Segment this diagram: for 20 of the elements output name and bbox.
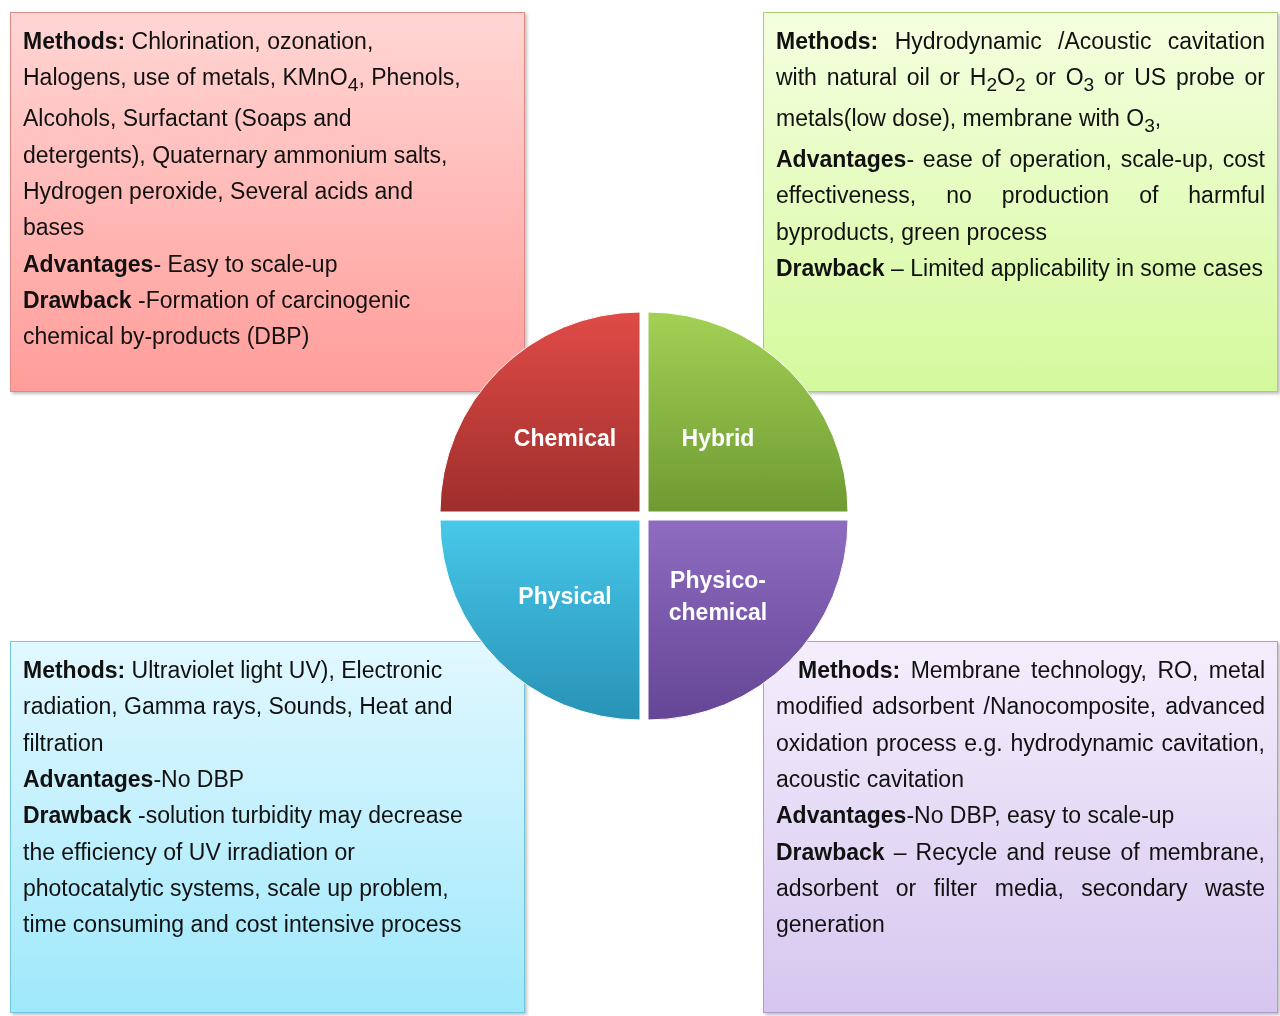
description-text: Advantages-No DBP, easy to scale-up xyxy=(776,801,1176,831)
info-panel xyxy=(763,12,1278,392)
quadrant-label: Physico-chemical xyxy=(667,566,769,628)
quadrant-label: Chemical xyxy=(512,424,618,453)
description-text: Drawback -Formation of carcinogenic chemical by-products (DBP) xyxy=(23,285,412,352)
description-text: Methods: Ultraviolet light UV), Electronic radiation, Gamma rays, Sounds, Heat and filtration xyxy=(23,656,454,758)
description-text: Methods: Hydrodynamic /Acoustic cavitation with natural oil or H$_{2}$O$_{2}$ or O$_{3}$ or US probe or metals(low dose), membrane with O$_{3}$, xyxy=(776,27,1265,138)
info-panel xyxy=(10,12,525,392)
info-panel xyxy=(10,641,525,1013)
quadrant-label: Hybrid xyxy=(680,424,756,453)
description-text: Methods: Chlorination, ozonation, Halogens, use of metals, KMnO$_{4}$, Phenols, Alcohols, Surfactant (Soaps and detergents), Quaternary ammonium salts, Hydrogen peroxide, Several acids and bases xyxy=(23,27,462,243)
description-text: Drawback – Recycle and reuse of membrane, adsorbent or filter media, secondary waste generation xyxy=(776,837,1265,940)
description-text: Methods: Membrane technology, RO, metal modified adsorbent /Nanocomposite, advanced oxidation process e.g. hydrodynamic cavitation, acoustic cavitation xyxy=(776,656,1265,794)
description-text: Advantages- ease of operation, scale-up, cost effectiveness, no production of harmful byproducts, green process xyxy=(776,145,1265,247)
description-text: Drawback – Limited applicability in some cases xyxy=(776,254,1265,284)
description-text: Advantages- Easy to scale-up xyxy=(23,249,339,279)
quadrant-label: Physical xyxy=(517,582,613,611)
description-text: Advantages-No DBP xyxy=(23,765,246,794)
description-text: Drawback -solution turbidity may decrease the efficiency of UV irradiation or photocatalytic systems, scale up problem, time consuming and cost intensive process xyxy=(23,801,464,940)
info-panel xyxy=(763,641,1278,1013)
